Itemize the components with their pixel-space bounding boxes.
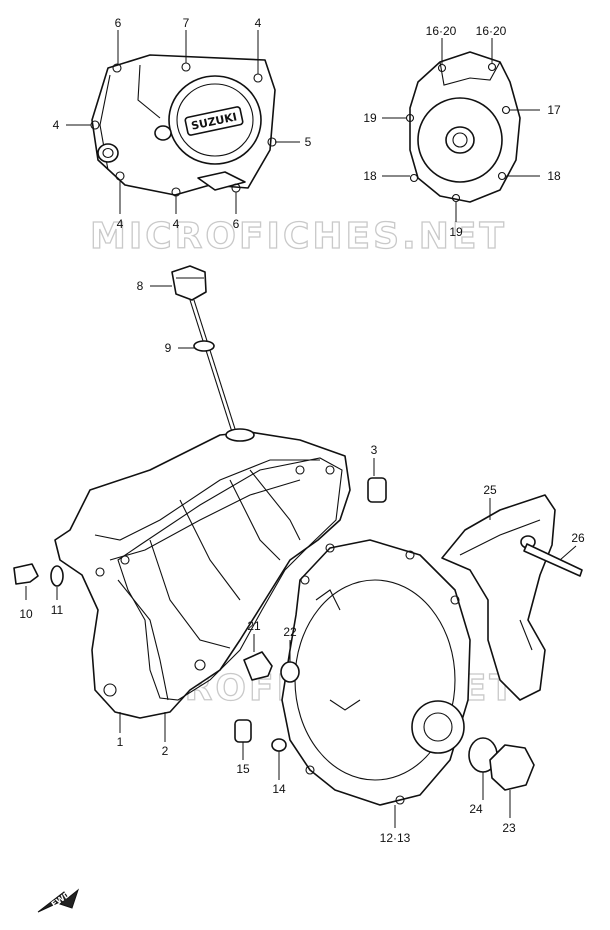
callout-4-bottom1: 4: [117, 217, 124, 231]
oring-14: [271, 738, 287, 752]
gasket: [117, 457, 343, 701]
callout-21: 21: [247, 619, 261, 633]
callout-4-topright: 4: [255, 16, 262, 30]
plug-21: [243, 651, 273, 681]
callout-8: 8: [137, 279, 144, 293]
dowel-3: [367, 477, 387, 503]
callout-7: 7: [183, 16, 190, 30]
callout-22: 22: [283, 625, 297, 639]
callout-5: 5: [305, 135, 312, 149]
fwd-arrow-icon: FWD: [37, 888, 80, 913]
callout-3: 3: [371, 443, 378, 457]
callout-18-right: 18: [547, 169, 561, 183]
dowel-15: [234, 719, 252, 743]
callout-4-left: 4: [53, 118, 60, 132]
drain-plug-10: [13, 563, 39, 585]
callout-2: 2: [162, 744, 169, 758]
bolt-26: [523, 543, 583, 577]
callouts: 6 7 4 4 5 4 4 6 16·20 16·20 19 17 18 18 …: [19, 16, 585, 845]
leader-lines: [25, 30, 577, 828]
watermark-top: MICROFICHES.NET: [90, 216, 507, 257]
crankcase-cover-main: [54, 428, 351, 719]
callout-18-left: 18: [363, 169, 377, 183]
callout-6-bottom: 6: [233, 217, 240, 231]
callout-15: 15: [236, 762, 250, 776]
callout-10: 10: [19, 607, 33, 621]
cap-23: [489, 744, 535, 791]
callout-24: 24: [469, 802, 483, 816]
callout-25: 25: [483, 483, 497, 497]
clutch-cover: [281, 539, 471, 806]
callout-23: 23: [502, 821, 516, 835]
callout-19-left: 19: [363, 111, 377, 125]
oil-filler-dipstick: [171, 265, 237, 433]
washer-11: [50, 565, 64, 587]
callout-19-bottom: 19: [449, 225, 463, 239]
callout-26: 26: [571, 531, 585, 545]
callout-1: 1: [117, 735, 124, 749]
callout-14: 14: [272, 782, 286, 796]
left-outer-cover: SUZUKI: [90, 54, 277, 197]
callout-16-20-right: 16·20: [476, 24, 507, 38]
oring-22: [280, 661, 300, 683]
callout-11: 11: [51, 603, 64, 617]
callout-17: 17: [547, 103, 561, 117]
right-generator-cover: [405, 51, 521, 203]
callout-4-bottom2: 4: [173, 217, 180, 231]
callout-16-20-left: 16·20: [426, 24, 457, 38]
callout-6-top: 6: [115, 16, 122, 30]
callout-9: 9: [165, 341, 172, 355]
callout-12-13: 12·13: [380, 831, 411, 845]
